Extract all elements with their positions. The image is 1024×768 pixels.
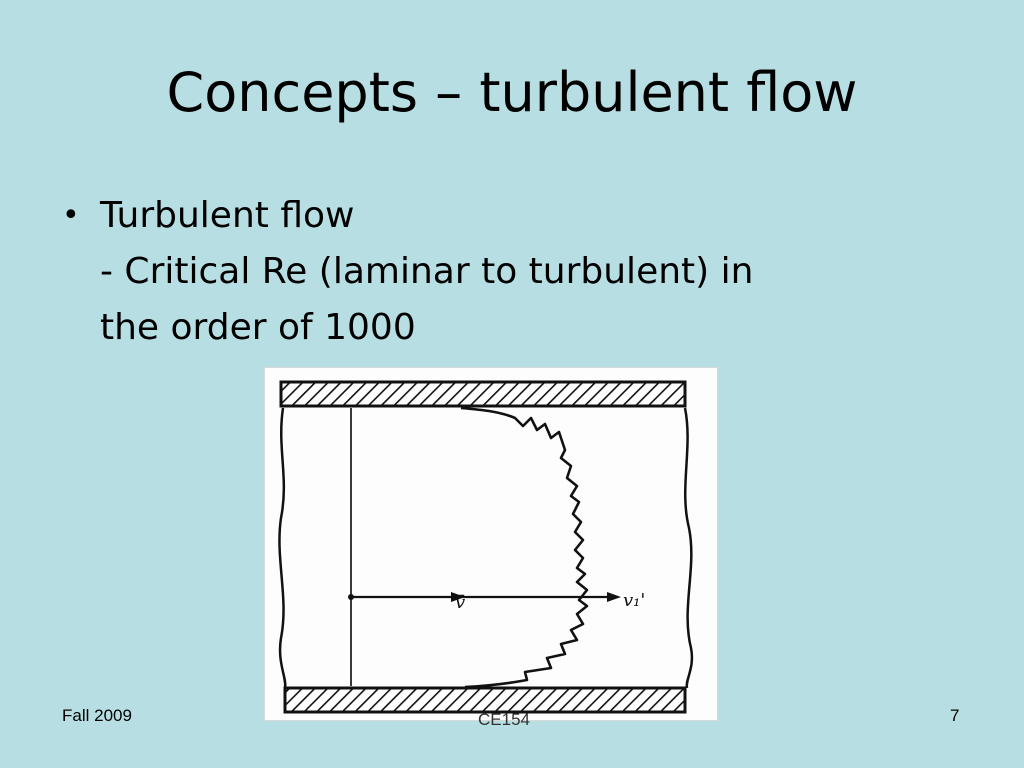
bullet-line-1: Turbulent flow <box>100 195 355 236</box>
footer-date: Fall 2009 <box>62 706 132 725</box>
fluctuation-arrowhead <box>607 592 621 602</box>
bullet-line-2: - Critical Re (laminar to turbulent) in <box>100 251 754 292</box>
turbulent-velocity-profile <box>460 406 589 689</box>
fluctuation-label: v₁' <box>623 590 645 611</box>
turbulent-profile-diagram: v̄ v₁' <box>278 380 694 714</box>
left-break-line <box>278 407 287 689</box>
mean-velocity-arrowhead <box>451 592 465 602</box>
bullet-text: Turbulent flow - Critical Re (laminar to… <box>100 188 942 356</box>
slide-title: Concepts – turbulent flow <box>166 61 858 124</box>
turbulent-profile-figure: v̄ v₁' <box>264 367 718 721</box>
top-pipe-wall <box>279 380 687 408</box>
bullet-line-3: the order of 1000 <box>100 307 416 348</box>
footer-course: CE154 <box>478 710 530 729</box>
right-break-line <box>683 407 694 689</box>
footer-page-number: 7 <box>950 706 960 725</box>
centerline-origin-dot <box>348 594 354 600</box>
bullet-list: • Turbulent flow - Critical Re (laminar … <box>62 188 942 356</box>
bullet-symbol: • <box>62 198 80 233</box>
bottom-pipe-wall <box>283 686 687 714</box>
mean-velocity-label: v̄ <box>455 592 465 613</box>
bullet-item: • Turbulent flow - Critical Re (laminar … <box>62 188 942 356</box>
